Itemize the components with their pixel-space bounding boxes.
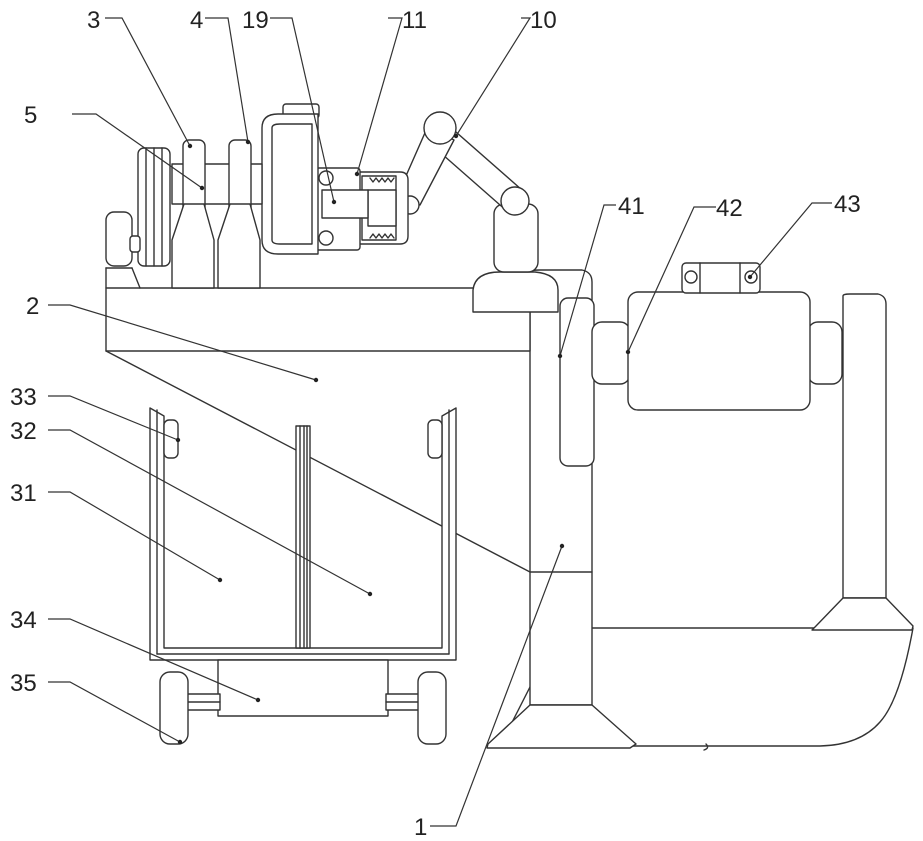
label-4: 4 — [190, 7, 203, 34]
label-3: 3 — [87, 7, 100, 34]
label-1: 1 — [414, 814, 427, 841]
label-31: 31 — [10, 480, 37, 507]
tank — [150, 408, 456, 660]
label-34: 34 — [10, 607, 37, 634]
label-19: 19 — [242, 7, 269, 34]
label-11: 11 — [402, 7, 427, 34]
cart — [160, 660, 446, 744]
label-32: 32 — [10, 418, 37, 445]
label-2: 2 — [26, 293, 39, 320]
label-41: 41 — [618, 193, 645, 220]
label-10: 10 — [530, 7, 557, 34]
robot-arm — [398, 112, 529, 215]
side-panel — [560, 298, 594, 466]
label-42: 42 — [716, 195, 743, 222]
pulley — [106, 148, 170, 288]
bearing-supports — [172, 140, 260, 288]
label-5: 5 — [24, 102, 37, 129]
motor-assembly — [592, 263, 842, 410]
shaft-housing — [262, 104, 319, 254]
label-35: 35 — [10, 670, 37, 697]
label-43: 43 — [834, 191, 861, 218]
label-33: 33 — [10, 384, 37, 411]
connector — [316, 168, 368, 250]
arm-base — [473, 204, 558, 312]
